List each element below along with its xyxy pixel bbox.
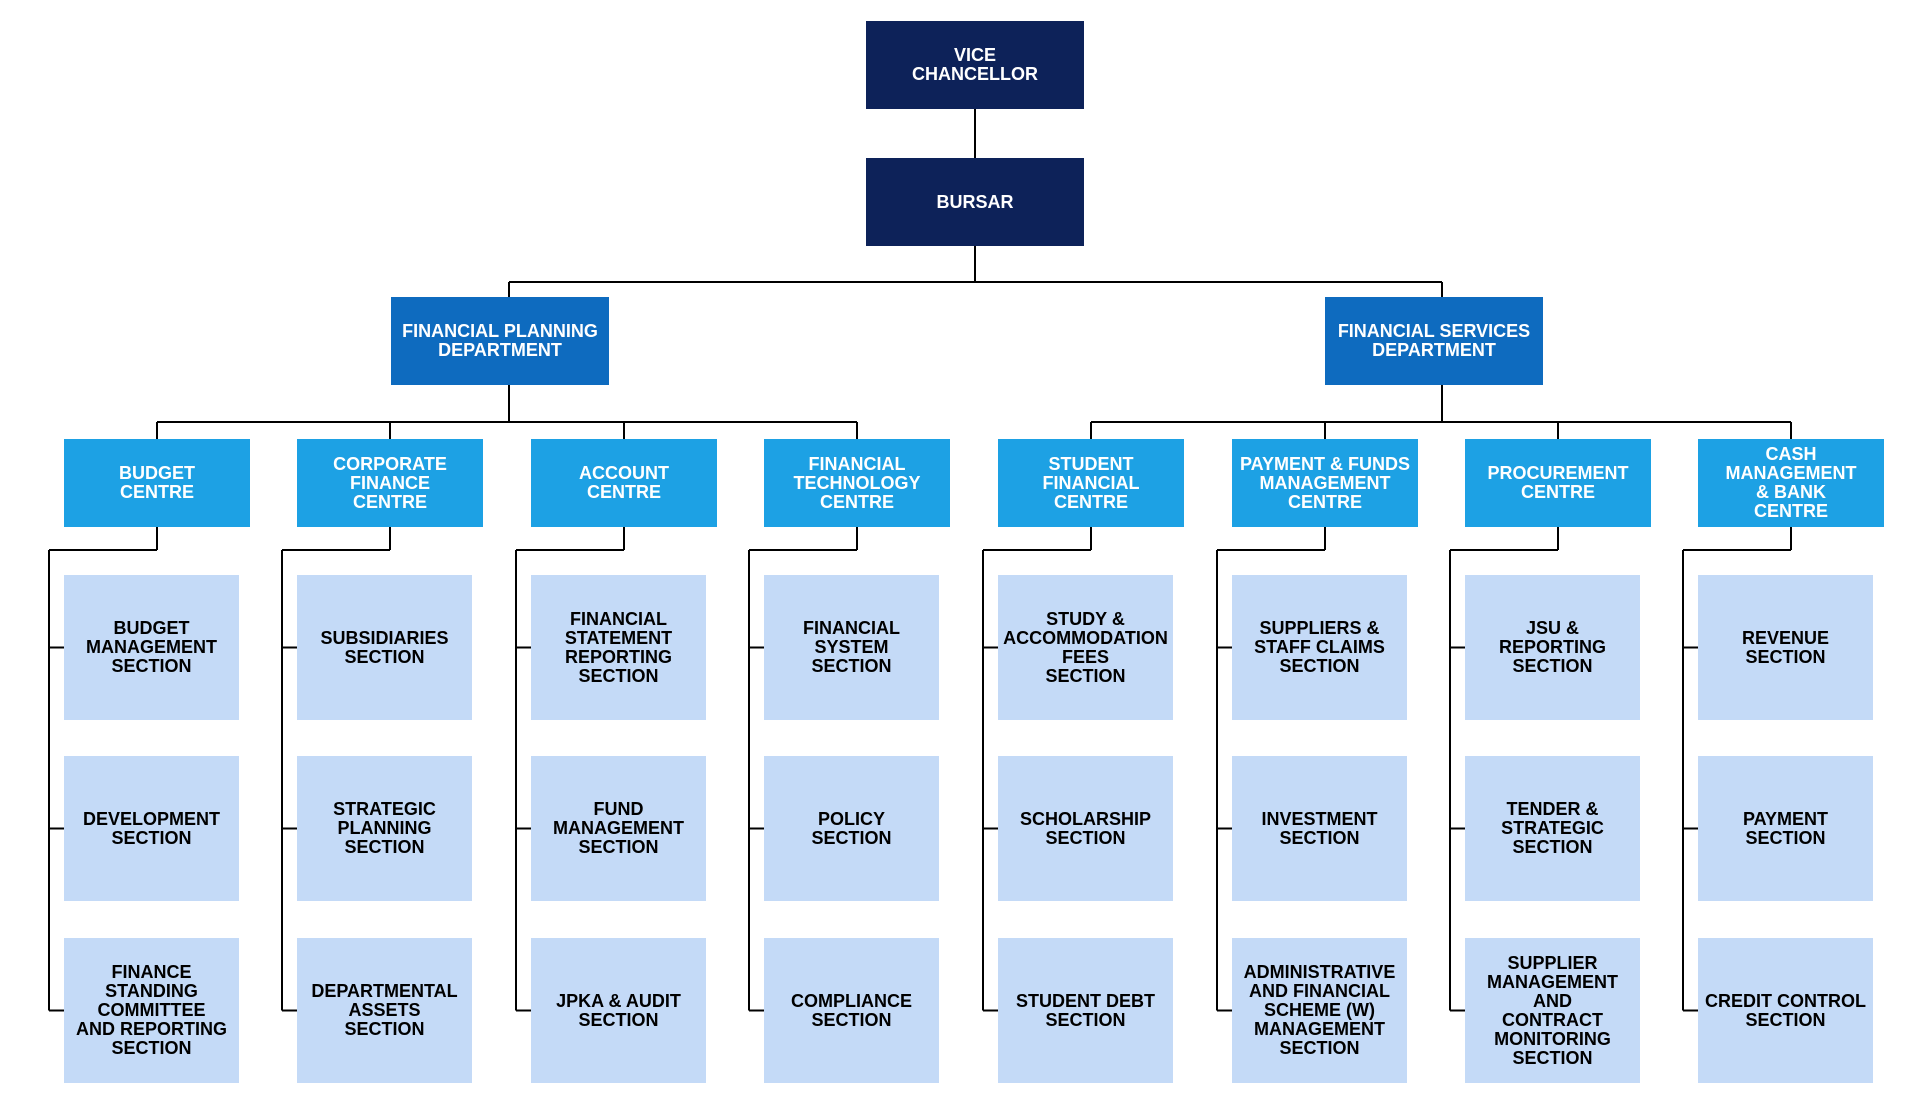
section-box: FINANCIAL SYSTEM SECTION — [764, 575, 939, 720]
section-box: STUDENT DEBT SECTION — [998, 938, 1173, 1083]
section-box: FINANCIAL STATEMENT REPORTING SECTION — [531, 575, 706, 720]
section-box: SUPPLIER MANAGEMENT AND CONTRACT MONITOR… — [1465, 938, 1640, 1083]
section-box: DEPARTMENTAL ASSETS SECTION — [297, 938, 472, 1083]
centre-box: STUDENT FINANCIAL CENTRE — [998, 439, 1184, 527]
department-box: FINANCIAL PLANNING DEPARTMENT — [391, 297, 609, 385]
centre-box: BUDGET CENTRE — [64, 439, 250, 527]
section-box: SUBSIDIARIES SECTION — [297, 575, 472, 720]
centre-box: PROCUREMENT CENTRE — [1465, 439, 1651, 527]
centre-box: ACCOUNT CENTRE — [531, 439, 717, 527]
section-box: JSU & REPORTING SECTION — [1465, 575, 1640, 720]
section-box: REVENUE SECTION — [1698, 575, 1873, 720]
section-box: FINANCE STANDING COMMITTEE AND REPORTING… — [64, 938, 239, 1083]
centre-box: CORPORATE FINANCE CENTRE — [297, 439, 483, 527]
centre-box: PAYMENT & FUNDS MANAGEMENT CENTRE — [1232, 439, 1418, 527]
section-box: JPKA & AUDIT SECTION — [531, 938, 706, 1083]
department-box: FINANCIAL SERVICES DEPARTMENT — [1325, 297, 1543, 385]
section-box: STRATEGIC PLANNING SECTION — [297, 756, 472, 901]
section-box: POLICY SECTION — [764, 756, 939, 901]
section-box: SCHOLARSHIP SECTION — [998, 756, 1173, 901]
section-box: ADMINISTRATIVE AND FINANCIAL SCHEME (W) … — [1232, 938, 1407, 1083]
vice-chancellor-box: VICE CHANCELLOR — [866, 21, 1084, 109]
section-box: FUND MANAGEMENT SECTION — [531, 756, 706, 901]
centre-box: CASH MANAGEMENT & BANK CENTRE — [1698, 439, 1884, 527]
section-box: DEVELOPMENT SECTION — [64, 756, 239, 901]
section-box: BUDGET MANAGEMENT SECTION — [64, 575, 239, 720]
section-box: COMPLIANCE SECTION — [764, 938, 939, 1083]
bursar-box: BURSAR — [866, 158, 1084, 246]
section-box: PAYMENT SECTION — [1698, 756, 1873, 901]
section-box: CREDIT CONTROL SECTION — [1698, 938, 1873, 1083]
centre-box: FINANCIAL TECHNOLOGY CENTRE — [764, 439, 950, 527]
section-box: STUDY & ACCOMMODATION FEES SECTION — [998, 575, 1173, 720]
section-box: TENDER & STRATEGIC SECTION — [1465, 756, 1640, 901]
section-box: SUPPLIERS & STAFF CLAIMS SECTION — [1232, 575, 1407, 720]
section-box: INVESTMENT SECTION — [1232, 756, 1407, 901]
